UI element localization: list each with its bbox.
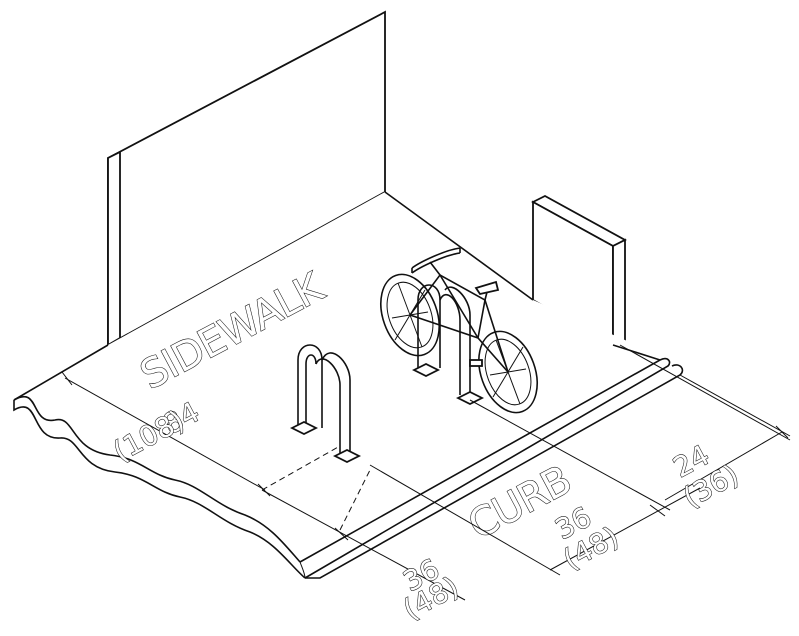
dimension-lines [61, 344, 791, 601]
building-wall [107, 10, 386, 347]
dim-36-curb: 36 (48) [549, 500, 624, 577]
dim-36-rack: 36 (48) [397, 552, 464, 627]
sidewalk-slab [13, 191, 684, 579]
bicycle [380, 247, 538, 414]
bike-rack-occupied [411, 284, 485, 406]
bike-rack-empty [289, 344, 362, 464]
dim-24: 24 (36) [667, 438, 744, 515]
